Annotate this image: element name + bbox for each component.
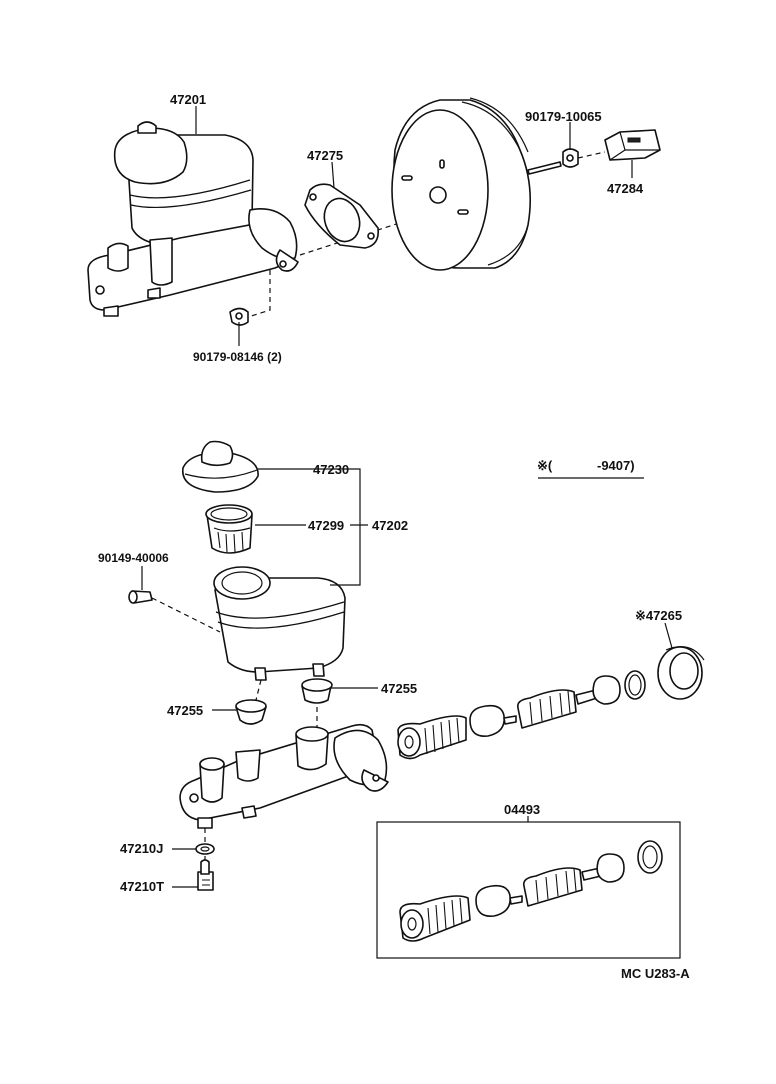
reservoir-47202 [213,566,346,681]
master-cylinder-assembly-top [87,121,441,326]
label-47201: 47201 [170,92,206,107]
label-47299: 47299 [308,518,344,533]
strainer-47299 [205,504,253,554]
diagram-code: MC U283-A [621,966,690,981]
bracket-47202 [258,468,361,586]
label-90179-08146: 90179-08146 (2) [193,350,282,364]
label-04493: 04493 [504,802,540,817]
primary-piston [397,704,517,760]
label-47284: 47284 [607,181,644,196]
grommet-47255-left [235,679,267,725]
label-47202: 47202 [372,518,408,533]
label-47230: 47230 [313,462,349,477]
brake-booster [391,97,606,271]
repair-kit-04493 [376,816,681,959]
gasket-47275 [304,183,380,249]
label-90149-40006: 90149-40006 [98,551,169,565]
gasket-47210J [195,843,215,855]
note-value: -9407) [597,458,635,473]
note-mark: ※( [537,458,553,473]
clevis-47284 [604,129,661,161]
label-47265: ※47265 [635,608,682,623]
master-cylinder-body [179,723,389,870]
plug-47210T [197,859,214,891]
leader-47265 [664,622,673,649]
label-90179-10065: 90179-10065 [525,109,602,124]
label-47210J: 47210J [120,841,163,856]
secondary-piston [516,670,646,729]
grommet-47255-right [301,678,333,730]
applicability-note: ※( -9407) [537,458,644,479]
label-47210T: 47210T [120,879,164,894]
screw-90149-40006 [128,590,221,633]
reservoir-cap-47230 [182,440,259,493]
leader-47275 [331,161,335,189]
label-47275: 47275 [307,148,343,163]
label-47255-right: 47255 [381,681,417,696]
label-47255-left: 47255 [167,703,203,718]
seal-47265 [657,646,705,700]
nut-90179-10065 [562,148,579,168]
